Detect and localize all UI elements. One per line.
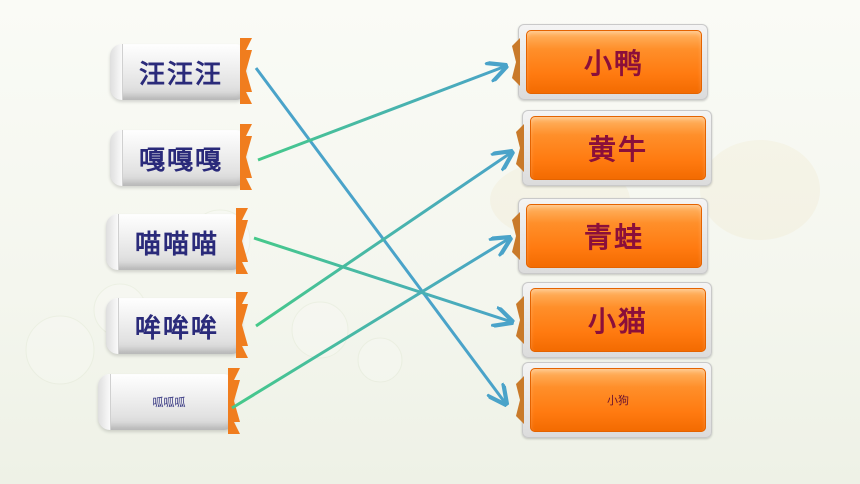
spool-label: 哞哞哞 xyxy=(134,313,219,344)
spool-roll xyxy=(110,130,246,186)
button-label: 小狗 xyxy=(530,368,706,432)
connection-arrow-l3-r4 xyxy=(253,236,512,322)
button-label: 小鸭 xyxy=(526,30,702,94)
button-label: 黄牛 xyxy=(530,116,706,180)
spool-l5[interactable]: 呱呱呱 xyxy=(92,368,240,434)
connection-arrow-l5-r3 xyxy=(231,238,510,410)
hinge-icon xyxy=(516,376,524,424)
spool-l4[interactable]: 哞哞哞 xyxy=(100,292,248,358)
spool-cap-icon xyxy=(236,292,248,358)
spool-roll xyxy=(110,44,246,100)
spool-label: 嘎嘎嘎 xyxy=(138,145,223,176)
answer-button-r2[interactable]: 黄牛 xyxy=(516,110,712,186)
connection-arrow-l2-r1 xyxy=(257,66,506,162)
hinge-icon xyxy=(512,212,520,260)
hinge-icon xyxy=(512,38,520,86)
answer-button-r4[interactable]: 小猫 xyxy=(516,282,712,358)
spool-l3[interactable]: 喵喵喵 xyxy=(100,208,248,274)
spool-l1[interactable]: 汪汪汪 xyxy=(104,38,252,104)
answer-button-r3[interactable]: 青蛙 xyxy=(512,198,708,274)
answer-button-r1[interactable]: 小鸭 xyxy=(512,24,708,100)
spool-roll xyxy=(106,214,242,270)
answer-button-r5[interactable]: 小狗 xyxy=(516,362,712,438)
hinge-icon xyxy=(516,124,524,172)
button-label: 青蛙 xyxy=(526,204,702,268)
hinge-icon xyxy=(516,296,524,344)
spool-l2[interactable]: 嘎嘎嘎 xyxy=(104,124,252,190)
spool-label: 呱呱呱 xyxy=(152,396,186,409)
spool-label: 汪汪汪 xyxy=(138,59,223,90)
spool-roll xyxy=(98,374,234,430)
button-label: 小猫 xyxy=(530,288,706,352)
connection-arrow-l1-r5 xyxy=(254,67,506,404)
spool-cap-icon xyxy=(228,368,240,434)
connection-arrow-l4-r2 xyxy=(255,152,512,328)
spool-cap-icon xyxy=(240,38,252,104)
spool-label: 喵喵喵 xyxy=(134,229,219,260)
spool-cap-icon xyxy=(240,124,252,190)
spool-cap-icon xyxy=(236,208,248,274)
spool-roll xyxy=(106,298,242,354)
